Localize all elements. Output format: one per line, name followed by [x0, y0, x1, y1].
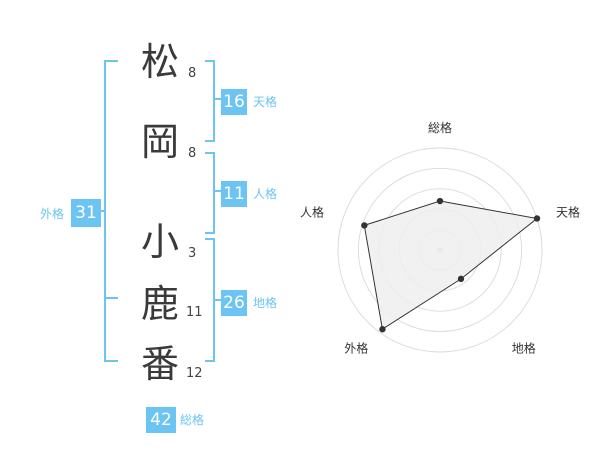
radar-point-5 — [361, 222, 368, 229]
tenkaku-bracket-tick — [213, 98, 221, 100]
name-char-3: 小 — [140, 220, 179, 264]
name-char-5: 番 — [140, 342, 179, 386]
jinkaku-label: 人格 — [253, 187, 278, 201]
radar-axis-label-1: 総格 — [428, 120, 452, 135]
gaikaku-inner-tick — [106, 297, 118, 299]
stroke-count-2: 8 — [188, 146, 197, 161]
radar-points — [361, 197, 541, 333]
stroke-count-3: 3 — [188, 246, 197, 261]
radar-point-1 — [436, 197, 444, 205]
radar-grid-ring-2 — [357, 167, 523, 333]
jinkaku-bracket — [205, 152, 215, 234]
radar-axis-label-5: 人格 — [300, 204, 324, 219]
tenkaku-label: 天格 — [253, 95, 278, 109]
radar-area — [363, 200, 539, 331]
soukaku-label: 総格 — [180, 413, 205, 427]
tenkaku-badge: 16 — [221, 89, 247, 115]
gaikaku-bracket-tick — [97, 210, 105, 212]
jinkaku-badge: 11 — [221, 181, 247, 207]
stroke-count-1: 8 — [188, 66, 197, 81]
gaikaku-label: 外格 — [40, 207, 65, 221]
jinkaku-bracket-tick — [213, 190, 221, 192]
tenkaku-bracket — [205, 60, 215, 142]
radar-axis-label-2: 天格 — [556, 204, 580, 219]
chikaku-badge: 26 — [221, 290, 247, 316]
chikaku-bracket-tick — [213, 299, 221, 301]
radar-point-2 — [533, 215, 541, 222]
name-char-4: 鹿 — [140, 282, 179, 326]
radar-grid-ring-1 — [337, 147, 543, 353]
stroke-count-5: 12 — [186, 366, 203, 381]
radar-point-3 — [457, 275, 465, 283]
name-char-1: 松 — [140, 40, 179, 84]
chikaku-label: 地格 — [253, 296, 278, 310]
stroke-count-4: 11 — [186, 305, 203, 320]
name-char-2: 岡 — [140, 120, 179, 164]
gaikaku-badge: 31 — [71, 199, 101, 227]
radar-axis-label-4: 外格 — [344, 341, 368, 356]
gaikaku-bracket — [104, 60, 118, 362]
radar-point-4 — [379, 326, 386, 333]
soukaku-badge: 42 — [146, 407, 176, 433]
radar-axis-label-3: 地格 — [512, 341, 536, 356]
